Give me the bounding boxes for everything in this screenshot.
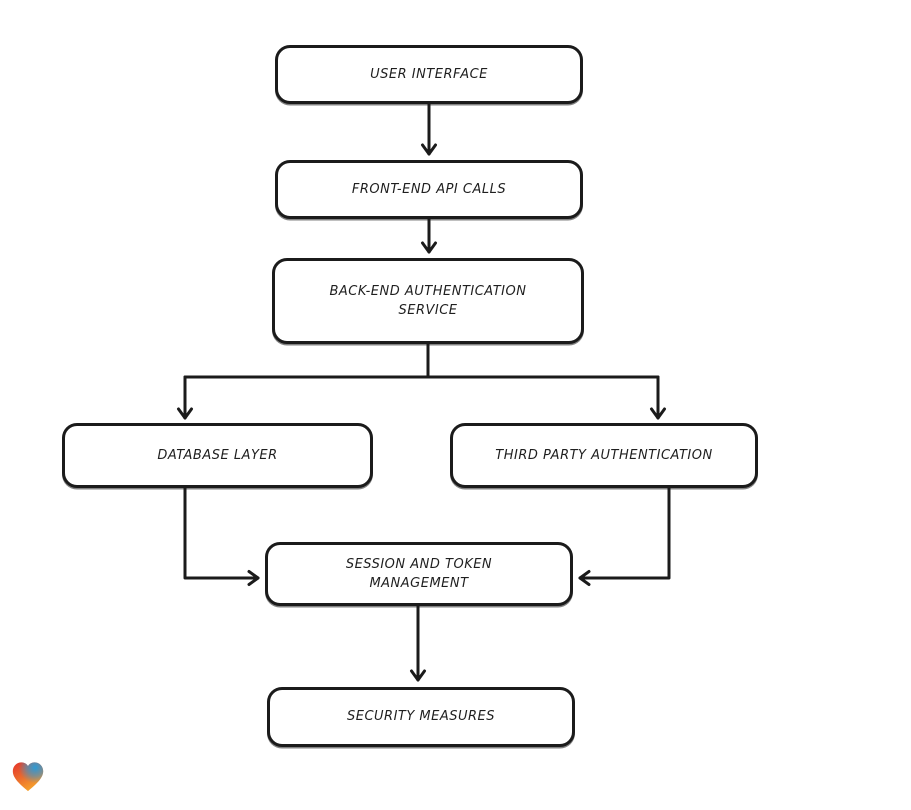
node-back-end-authentication-service[interactable]: BACK-END AUTHENTICATION SERVICE	[272, 258, 584, 344]
node-back-end-authentication-service-label: BACK-END AUTHENTICATION SERVICE	[329, 283, 527, 319]
node-security-measures[interactable]: SECURITY MEASURES	[267, 687, 575, 747]
node-user-interface[interactable]: USER INTERFACE	[275, 45, 583, 104]
node-session-and-token-management-label: SESSION AND TOKEN MANAGEMENT	[345, 556, 493, 592]
edge-third-party-authentication-to-session-and-token-management[interactable]	[578, 486, 671, 586]
node-front-end-api-calls[interactable]: FRONT-END API CALLS	[275, 160, 583, 219]
node-security-measures-label: SECURITY MEASURES	[346, 709, 496, 725]
node-user-interface-label: USER INTERFACE	[370, 66, 488, 82]
edge-database-layer-to-session-and-token-management[interactable]	[183, 486, 260, 586]
edge-back-end-authentication-service-branch[interactable]	[177, 342, 666, 420]
node-front-end-api-calls-label: FRONT-END API CALLS	[351, 181, 507, 197]
node-database-layer-label: DATABASE LAYER	[157, 447, 278, 463]
node-session-and-token-management[interactable]: SESSION AND TOKEN MANAGEMENT	[265, 542, 573, 606]
node-third-party-authentication[interactable]: THIRD PARTY AUTHENTICATION	[450, 423, 758, 488]
heart-logo	[12, 762, 44, 792]
node-third-party-authentication-label: THIRD PARTY AUTHENTICATION	[495, 447, 713, 463]
node-database-layer[interactable]: DATABASE LAYER	[62, 423, 373, 488]
